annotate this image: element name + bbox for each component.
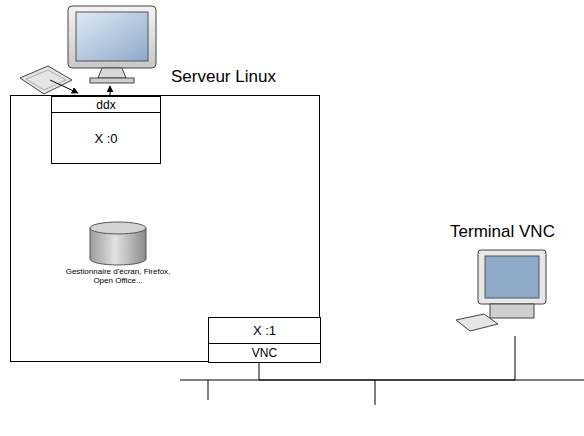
node-heading: Terminal VNC [450, 222, 555, 242]
vnc-box: VNC [208, 343, 321, 363]
application-store: Gestionnaire d'écran, Firefox, Open Offi… [63, 221, 173, 293]
node-label: X :1 [253, 323, 276, 338]
computer-icon [440, 248, 565, 332]
vnc-terminal: Terminal VNC [440, 222, 565, 336]
display-box: X :1 [208, 317, 321, 344]
output-arrow [110, 86, 111, 95]
server-box: Serveur LinuxddxX :0Gestionnaire d'écran… [10, 95, 320, 362]
node-heading: Serveur Linux [171, 67, 276, 87]
node-label: VNC [252, 346, 277, 360]
database-cylinder [89, 221, 147, 267]
keyboard-icon [20, 66, 72, 94]
monitor-icon [68, 6, 156, 83]
node-label: Gestionnaire d'écran, Firefox, Open Offi… [63, 267, 173, 285]
ddx-box: ddx [51, 96, 161, 113]
node-label: X :0 [94, 131, 117, 146]
display-box: X :0 [51, 112, 161, 164]
node-label: ddx [96, 98, 115, 112]
network-bus [180, 380, 584, 405]
input-arrow [50, 80, 78, 93]
